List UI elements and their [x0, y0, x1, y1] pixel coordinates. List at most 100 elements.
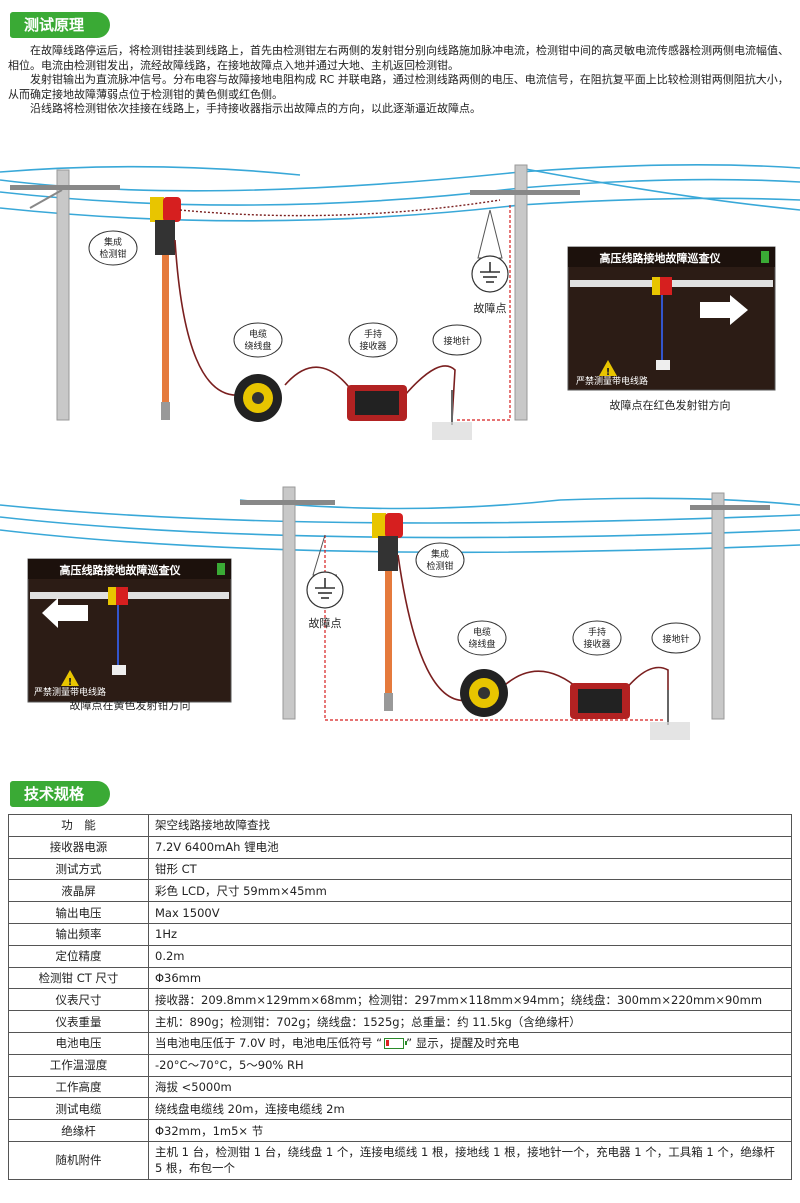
handheld-receiver — [347, 385, 407, 421]
screen-title: 高压线路接地故障巡查仪 — [60, 563, 182, 577]
callout-ground-pin: 接地针 — [432, 324, 482, 356]
warning-triangle-icon — [599, 360, 617, 376]
spec-value: 海拔 <5000m — [148, 1075, 792, 1099]
cable-reel — [234, 374, 282, 422]
intro-text: 在故障线路停运后，将检测钳挂装到线路上，首先由检测钳左右两侧的发射钳分别向线路施… — [8, 44, 792, 117]
spec-value: 主机：890g；检测钳：702g；绕线盘：1525g；总重量：约 11.5kg（… — [148, 1010, 792, 1033]
table-row: 测试电缆绕线盘电缆线 20m，连接电缆线 2m — [8, 1097, 792, 1121]
spec-value: 钳形 CT — [148, 857, 792, 881]
screen-title: 高压线路接地故障巡查仪 — [600, 251, 722, 265]
direction-arrow-icon — [42, 598, 88, 628]
diagram-red-direction: 故障点 集成 检测钳 电缆 绕线盘 手持 接收器 接地针 高压线路接地故障巡查仪… — [0, 164, 800, 440]
fault-point: 故障点 — [471, 209, 509, 315]
callout-receiver: 手持 接收器 — [348, 322, 398, 358]
instrument-screen: 高压线路接地故障巡查仪 ! 严禁测量带电线路 — [567, 246, 776, 391]
fault-label: 故障点 — [309, 616, 342, 630]
pole-right — [690, 492, 770, 720]
spec-value: 彩色 LCD，尺寸 59mm×45mm — [148, 879, 792, 903]
ground-pin — [432, 390, 472, 440]
spec-key: 电池电压 — [8, 1031, 149, 1055]
ground-pin — [650, 690, 690, 740]
spec-value: 0.2m — [148, 944, 792, 968]
table-row: 随机附件主机 1 台，检测钳 1 台，绕线盘 1 个，连接电缆线 1 根，接地线… — [8, 1140, 792, 1180]
spec-key: 功 能 — [8, 814, 149, 837]
svg-text:!: ! — [68, 677, 73, 688]
screen-warning: 严禁测量带电线路 — [34, 686, 106, 698]
spec-key: 输出频率 — [8, 922, 149, 946]
spec-value: 架空线路接地故障查找 — [148, 814, 792, 837]
spec-value: Φ32mm，1m5× 节 — [148, 1119, 792, 1142]
intro-paragraph-3: 沿线路将检测钳依次挂接在线路上，手持接收器指示出故障点的方向，以此逐渐逼近故障点… — [30, 102, 481, 116]
svg-text:集成: 集成 — [431, 548, 449, 560]
callout-clamp: 集成 检测钳 — [415, 542, 465, 578]
table-row: 仪表尺寸接收器：209.8mm×129mm×68mm；检测钳：297mm×118… — [8, 988, 792, 1012]
svg-text:集成: 集成 — [104, 236, 122, 248]
spec-key: 测试方式 — [8, 857, 149, 881]
table-row: 液晶屏彩色 LCD，尺寸 59mm×45mm — [8, 879, 792, 903]
fault-point: 故障点 — [306, 534, 344, 630]
callout-reel: 电缆 绕线盘 — [233, 322, 283, 358]
svg-text:接地针: 接地针 — [662, 633, 689, 645]
instrument-screen: 高压线路接地故障巡查仪 ! 严禁测量带电线路 — [27, 558, 232, 703]
fault-label: 故障点 — [474, 301, 507, 315]
svg-text:接收器: 接收器 — [359, 340, 386, 352]
callout-receiver: 手持 接收器 — [572, 620, 622, 656]
svg-text:接收器: 接收器 — [583, 638, 610, 650]
table-row: 测试方式钳形 CT — [8, 857, 792, 881]
spec-key: 工作高度 — [8, 1075, 149, 1099]
svg-text:绕线盘: 绕线盘 — [244, 340, 271, 352]
screen-warning: 严禁测量带电线路 — [576, 375, 648, 387]
svg-text:手持: 手持 — [588, 626, 606, 638]
spec-value: 接收器：209.8mm×129mm×68mm；检测钳：297mm×118mm×9… — [148, 988, 792, 1012]
intro-paragraph-1: 在故障线路停运后，将检测钳挂装到线路上，首先由检测钳左右两侧的发射钳分别向线路施… — [8, 44, 789, 72]
intro-paragraph-2: 发射钳输出为直流脉冲信号。分布电容与故障接地电阻构成 RC 并联电路，通过检测线… — [8, 73, 789, 101]
power-lines — [0, 497, 800, 554]
svg-text:手持: 手持 — [364, 328, 382, 340]
spec-value: 绕线盘电缆线 20m，连接电缆线 2m — [148, 1097, 792, 1121]
cable-reel — [460, 669, 508, 717]
handheld-receiver — [570, 683, 630, 719]
direction-arrow-icon — [700, 295, 748, 325]
spec-key: 仪表重量 — [8, 1010, 149, 1033]
battery-low-icon — [384, 1038, 408, 1050]
svg-text:!: ! — [606, 367, 611, 378]
spec-value: 7.2V 6400mAh 锂电池 — [148, 835, 792, 859]
pole-right — [470, 164, 580, 421]
table-row: 工作温湿度-20°C～70°C，5～90% RH — [8, 1053, 792, 1077]
table-row: 功 能架空线路接地故障查找 — [8, 814, 792, 837]
spec-value: 1Hz — [148, 922, 792, 946]
table-row: 仪表重量主机：890g；检测钳：702g；绕线盘：1525g；总重量：约 11.… — [8, 1010, 792, 1033]
spec-key: 检测钳 CT 尺寸 — [8, 966, 149, 990]
svg-text:绕线盘: 绕线盘 — [468, 638, 495, 650]
screen-caption: 故障点在黄色发射钳方向 — [70, 698, 191, 712]
spec-value: Φ36mm — [148, 966, 792, 990]
pole-left — [240, 486, 335, 720]
callout-reel: 电缆 绕线盘 — [457, 620, 507, 656]
warning-triangle-icon — [61, 670, 79, 686]
callout-clamp: 集成 检测钳 — [88, 230, 138, 266]
svg-text:检测钳: 检测钳 — [426, 560, 453, 572]
spec-key: 输出电压 — [8, 901, 149, 924]
svg-text:检测钳: 检测钳 — [99, 248, 126, 260]
spec-key: 定位精度 — [8, 944, 149, 968]
detection-clamp — [150, 197, 181, 420]
pole-left — [10, 169, 120, 421]
ground-symbol-icon — [480, 262, 500, 283]
spec-key: 接收器电源 — [8, 835, 149, 859]
spec-key: 工作温湿度 — [8, 1053, 149, 1077]
callout-ground-pin: 接地针 — [651, 622, 701, 654]
svg-text:电缆: 电缆 — [249, 328, 267, 340]
section-title-principle: 测试原理 — [10, 12, 110, 38]
section-title-specs: 技术规格 — [10, 781, 110, 807]
diagram-yellow-direction: 故障点 集成 检测钳 电缆 绕线盘 手持 接收器 接地针 高压线路接地故障巡查仪… — [0, 486, 800, 740]
spec-value: -20°C～70°C，5～90% RH — [148, 1053, 792, 1077]
detection-clamp — [372, 513, 403, 711]
spec-key: 液晶屏 — [8, 879, 149, 903]
